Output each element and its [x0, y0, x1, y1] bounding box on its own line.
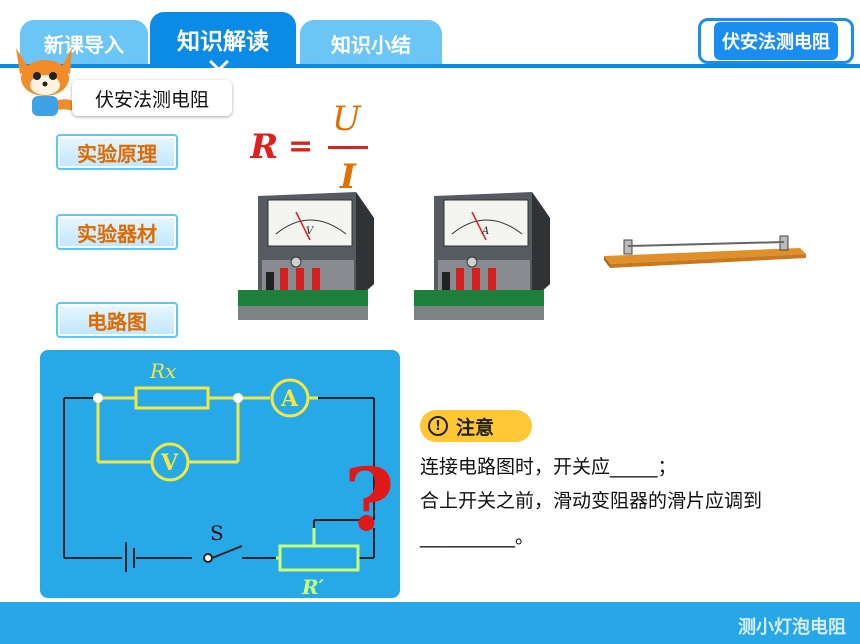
formula-denominator: I — [339, 157, 357, 192]
switch-label: S — [210, 521, 224, 545]
section-title: 伏安法测电阻 — [72, 80, 232, 116]
note-line-2: 合上开关之前，滑动变阻器的滑片应调到 — [420, 490, 763, 512]
voltmeter-symbol: V — [306, 226, 315, 237]
ammeter-label: A — [280, 386, 299, 412]
ohm-formula: R = U I — [250, 100, 368, 192]
formula-equals: = — [288, 129, 313, 164]
experiment-principle-button[interactable]: 实验原理 — [56, 134, 178, 170]
note-line-1: 连接电路图时，开关应_____； — [420, 456, 677, 478]
question-mark: ? — [344, 450, 394, 551]
rx-label: Rx — [149, 359, 176, 383]
alert-icon: ! — [428, 416, 448, 436]
resistance-wire-board-image — [604, 235, 806, 268]
voltmeter-label: V — [160, 450, 179, 476]
tab-knowledge[interactable]: 知识解读 — [150, 12, 296, 66]
formula-numerator: U — [332, 100, 362, 139]
formula-lhs: R — [250, 127, 278, 167]
circuit-diagram-button[interactable]: 电路图 — [56, 302, 178, 338]
note-badge: ! 注意 — [420, 410, 532, 442]
voltmeter-image: V — [238, 192, 374, 320]
lesson-badge: 伏安法测电阻 — [698, 18, 854, 64]
note-line-3: __________。 — [420, 526, 535, 548]
circuit-diagram: Rx A V S R′ ? — [40, 350, 400, 599]
bottom-bar: 测小灯泡电阻 — [0, 602, 860, 644]
tab-summary[interactable]: 知识小结 — [300, 20, 442, 66]
ammeter-image: A — [414, 192, 550, 320]
ammeter-symbol: A — [481, 226, 489, 237]
experiment-equipment-button[interactable]: 实验器材 — [56, 214, 178, 250]
tab-intro[interactable]: 新课导入 — [20, 20, 148, 66]
tab-underline — [0, 64, 860, 68]
fox-mascot-icon — [16, 48, 77, 116]
top-bar: 新课导入 知识解读 知识小结 伏安法测电阻 — [0, 0, 860, 66]
rheostat-label: R′ — [301, 575, 325, 598]
footer-next-topic[interactable]: 测小灯泡电阻 — [738, 617, 846, 638]
note-title: 注意 — [456, 416, 495, 439]
lesson-badge-label: 伏安法测电阻 — [714, 22, 838, 60]
